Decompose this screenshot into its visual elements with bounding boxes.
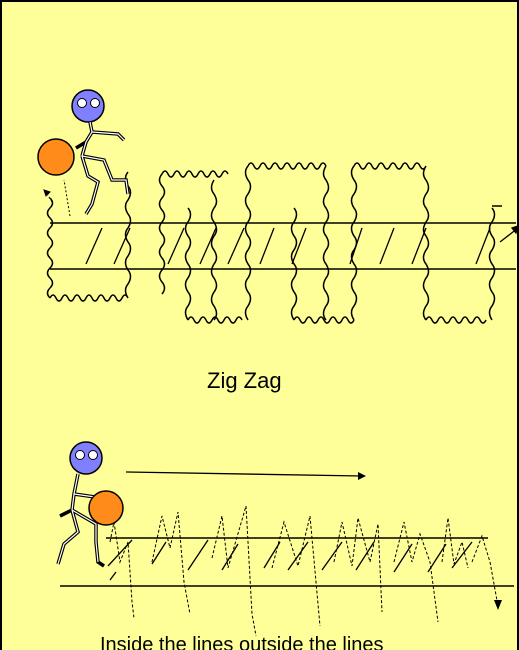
player-top <box>37 89 130 215</box>
bounce-arrows <box>43 179 71 217</box>
ball-top <box>37 138 75 176</box>
bottom-diagonals <box>107 539 473 581</box>
bottom-direction-arrow <box>125 471 363 477</box>
bottom-dashed-path <box>109 505 499 637</box>
inside-outside-caption: Inside the lines outside the lines <box>100 634 384 650</box>
zigzag-diagonals <box>85 225 517 265</box>
zigzag-diagram <box>37 89 517 324</box>
inside-outside-diagram <box>56 441 514 637</box>
player-bottom <box>56 441 124 568</box>
player-top-head <box>71 89 105 123</box>
player-bottom-head <box>69 441 103 475</box>
zigzag-caption: Zig Zag <box>207 368 282 393</box>
zigzag-wavy-path <box>46 162 502 324</box>
ball-bottom <box>88 490 124 526</box>
